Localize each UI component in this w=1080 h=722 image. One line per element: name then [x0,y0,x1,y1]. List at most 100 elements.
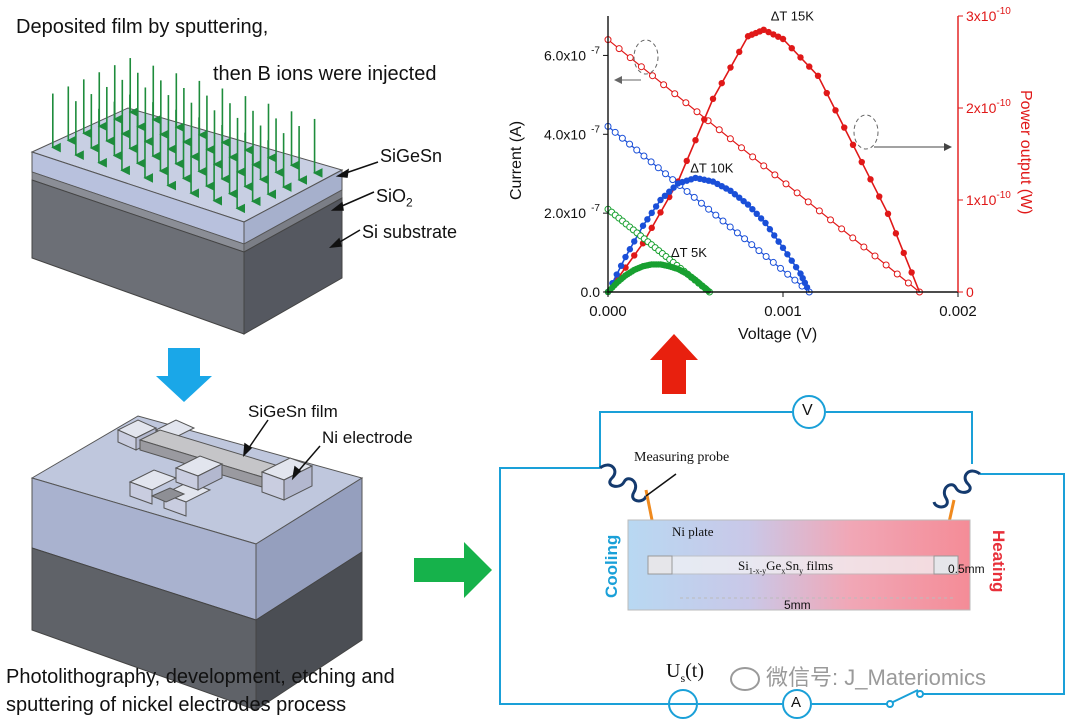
series-label: ΔT 15K [771,9,814,24]
power-point [797,54,804,61]
power-point [775,238,782,245]
watermark: 微信号: J_Materiomics [730,660,986,692]
power-point [766,226,774,233]
watermark-text: 微信号: J_Materiomics [766,665,987,690]
power-point [631,252,638,259]
power-point [823,89,830,97]
ni-plate-left [647,555,673,575]
device-block [30,415,364,711]
current-point [755,247,763,255]
current-point [719,217,727,225]
ac-source [668,689,698,719]
power-point [788,45,795,52]
ion-arrows [51,58,323,214]
current-point [784,270,792,278]
cooling-label: Cooling [602,534,621,598]
label-sio2: SiO2 [376,186,413,210]
film-label-text: films [806,558,834,573]
ammeter-label: A [791,694,802,711]
power-point [849,141,857,148]
width-label: 0.5mm [948,562,985,576]
x-tick-label: 0.002 [939,303,977,320]
power-point [639,222,647,229]
power-point [740,197,747,205]
current-point [733,229,741,237]
power-point [718,79,725,87]
y-tick-exp-left: -7 [591,45,600,56]
power-point [841,124,848,131]
power-point [701,116,708,123]
probe-label-pointer [645,473,677,497]
y-tick-exp-left: -7 [591,124,600,135]
power-point [683,157,690,165]
current-point [791,276,799,284]
power-point [858,158,865,166]
switch [886,689,924,708]
y-tick-label-left: 2.0x10 [544,205,586,221]
current-point [682,99,690,107]
power-point [670,184,677,191]
series-label: ΔT 10K [690,160,733,175]
current-point [669,176,677,184]
power-point [666,188,673,195]
power-point [784,251,791,258]
power-point [736,48,743,56]
y-tick-label-left: 0.0 [581,284,601,300]
label-si-substrate: Si substrate [362,222,458,242]
power-point [626,246,634,253]
power-point [760,26,767,33]
current-point [871,252,879,260]
current-point [712,211,720,219]
source-label-arg: (t) [685,660,705,682]
blue-down-arrow [156,348,212,402]
probe-coil-right [932,469,981,509]
y-tick-label-left: 6.0x10 [544,47,586,63]
label-sio2-text: SiO [376,186,407,206]
y-tick-label-right: 3x10 [966,8,997,24]
x-tick-label: 0.001 [764,303,802,320]
current-point [683,187,691,195]
label-sigesn-film: SiGeSn film [248,402,338,421]
device-pointers [243,419,321,481]
current-point [849,234,857,242]
current-point [726,135,734,143]
power-point [644,216,651,223]
power-point [648,209,655,217]
current-point [697,199,705,207]
current-point [815,207,823,215]
current-point [738,144,745,152]
current-point [893,270,901,278]
current-point [654,164,662,172]
y-tick-exp-right: -10 [996,98,1011,109]
current-point [793,189,801,197]
current-point [715,126,723,134]
current-point [705,205,713,213]
power-point [709,95,717,103]
power-point [757,215,765,222]
power-point [692,137,699,144]
power-point [900,249,907,257]
current-point [662,170,669,178]
current-point [882,261,890,269]
power-point [736,194,743,201]
power-point [657,196,664,204]
power-point [731,191,739,198]
layer-pointers [328,161,379,248]
power-point [806,63,813,70]
current-point [777,264,784,272]
series-label: ΔT 5K [671,245,707,260]
current-point [741,235,749,243]
y-tick-label-right: 0 [966,284,974,300]
current-point [690,193,698,201]
power-point [779,244,787,252]
power-point [803,284,811,291]
wechat-icon [730,667,760,692]
power-point [876,193,883,200]
power-point [765,28,772,36]
power-point [774,33,782,40]
current-point [647,158,655,166]
y-tick-exp-left: -7 [591,203,600,214]
